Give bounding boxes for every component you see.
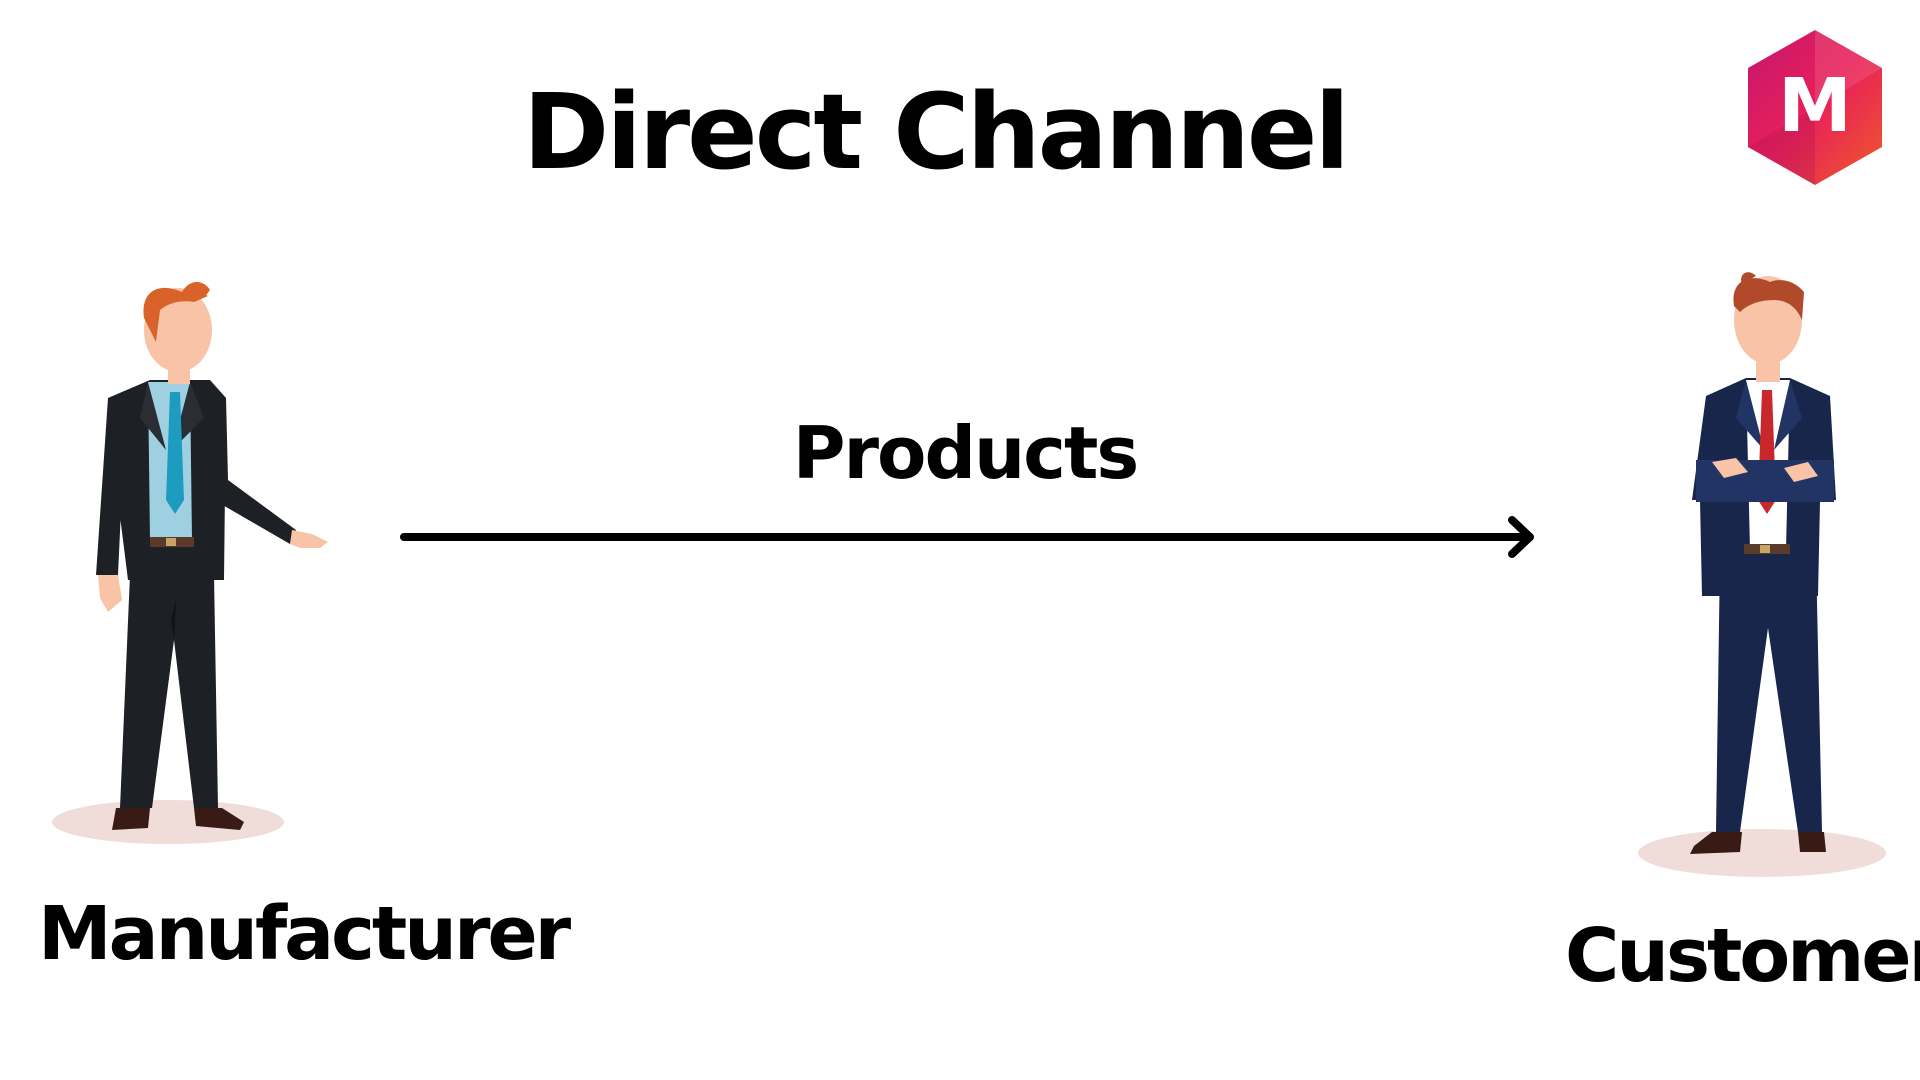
manufacturer-shoe-left: [112, 808, 150, 830]
diagram-title: Direct Channel: [522, 71, 1350, 193]
manufacturer-shoe-right: [194, 808, 244, 830]
logo-letter: M: [1778, 63, 1852, 149]
manufacturer-legs: [120, 575, 218, 808]
customer-legs: [1716, 556, 1822, 832]
customer-hair: [1733, 278, 1804, 320]
flow-label: Products: [792, 411, 1140, 495]
customer-shoe-right: [1798, 832, 1826, 852]
flow-arrow-head: [1508, 516, 1534, 558]
manufacturer-label: Manufacturer: [38, 891, 571, 977]
manufacturer-hand: [290, 530, 328, 548]
manufacturer-right-arm: [210, 388, 296, 544]
manufacturer-tie: [166, 392, 184, 514]
customer-shadow: [1638, 829, 1886, 877]
logo-hexagon: [1748, 30, 1882, 185]
customer-label: Customer: [1565, 913, 1920, 999]
manufacturer-hair: [143, 287, 208, 342]
customer-shoe-left: [1690, 832, 1742, 854]
